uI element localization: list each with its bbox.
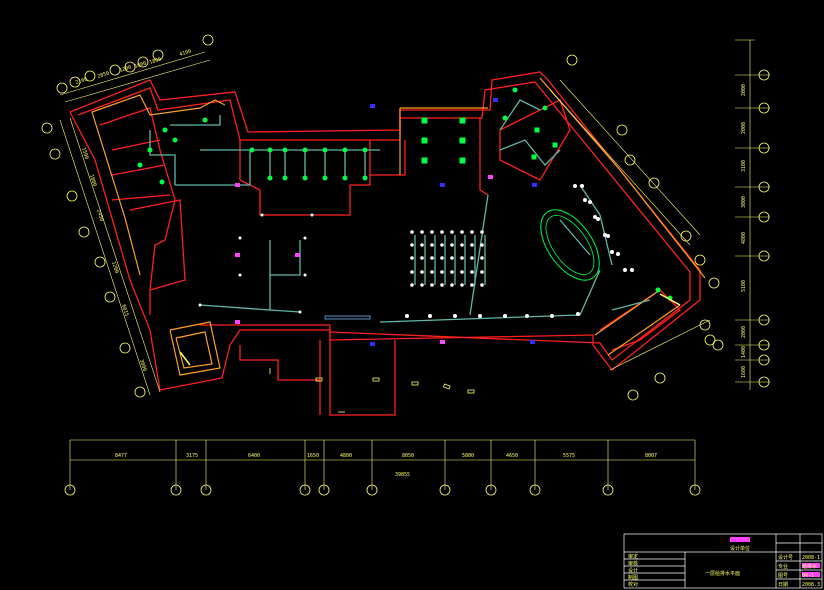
right-dim-8: 1400: [741, 346, 747, 358]
right-dim-9: 1600: [741, 366, 747, 378]
misc-symbols: [269, 368, 475, 413]
left-dim-4: 1200: [110, 261, 119, 274]
dim-seg-2: 3175: [186, 453, 198, 459]
top-dim-2: 2850: [97, 70, 110, 79]
tb-right-value-3: 04-1: [802, 573, 814, 579]
corridor-outlines: [91, 77, 706, 376]
tb-right-value-4: 2008.3: [802, 582, 820, 588]
tb-right-label-2: 专业: [778, 563, 788, 570]
dimension-labels: 39855 8477 3175 6400 1650 4800 8050 5800…: [75, 48, 747, 478]
left-dim-2: 1800: [88, 174, 97, 187]
plumbing-fixtures: [137, 87, 681, 366]
total-dimension: 39855: [395, 472, 410, 478]
right-dim-5: 4800: [741, 232, 747, 244]
grid-bubbles: [41, 34, 770, 496]
tb-row-3: 设计: [628, 567, 638, 574]
dim-seg-1: 8477: [115, 453, 127, 459]
tb-row-4: 制图: [628, 574, 638, 581]
dim-seg-7: 5800: [462, 453, 474, 459]
right-dim-2: 2000: [741, 122, 747, 134]
dim-seg-5: 4800: [340, 453, 352, 459]
drawing-title: 一层给排水平面: [705, 570, 740, 577]
title-block: [623, 533, 823, 589]
dim-seg-10: 8007: [645, 453, 657, 459]
tb-right-value-2: 给排水: [802, 563, 817, 570]
top-dim-1: 2100: [75, 76, 88, 85]
design-unit-label: 设计单位: [730, 545, 750, 552]
left-dim-6: 3000: [138, 359, 147, 372]
water-pipes: [149, 99, 651, 323]
right-dim-3: 3100: [741, 160, 747, 172]
dim-seg-8: 4650: [506, 453, 518, 459]
dimension-lines: [59, 39, 770, 490]
left-dim-1: 1500: [80, 147, 89, 160]
right-dim-6: 5100: [741, 280, 747, 292]
right-dim-4: 3000: [741, 196, 747, 208]
section-markers: [235, 98, 537, 346]
left-dim-3: 2450: [95, 209, 104, 222]
tb-row-1: 审定: [628, 553, 638, 560]
top-dim-4: 1800: [134, 60, 147, 69]
tb-row-2: 审核: [628, 560, 638, 567]
left-dim-5: 6015: [120, 304, 129, 317]
water-outlets: [198, 184, 634, 318]
dim-seg-4: 1650: [307, 453, 319, 459]
title-block-text: 设计单位 一层给排水平面 审定 审核 设计 制图 校对 设计号 专业 图号 日期…: [628, 545, 820, 588]
top-dim-5: 1800: [149, 56, 162, 65]
top-dim-6: 4100: [179, 48, 192, 57]
right-dim-7: 2000: [741, 326, 747, 338]
tb-right-value-1: 2008-1: [802, 555, 820, 561]
tb-right-label-1: 设计号: [778, 554, 793, 561]
tb-row-5: 校对: [628, 581, 638, 588]
right-dim-1: 2000: [741, 84, 747, 96]
dim-seg-3: 6400: [248, 453, 260, 459]
dim-seg-6: 8050: [402, 453, 414, 459]
tb-right-label-3: 图号: [778, 573, 788, 579]
dim-seg-9: 5575: [563, 453, 575, 459]
tb-right-label-4: 日期: [778, 582, 788, 588]
